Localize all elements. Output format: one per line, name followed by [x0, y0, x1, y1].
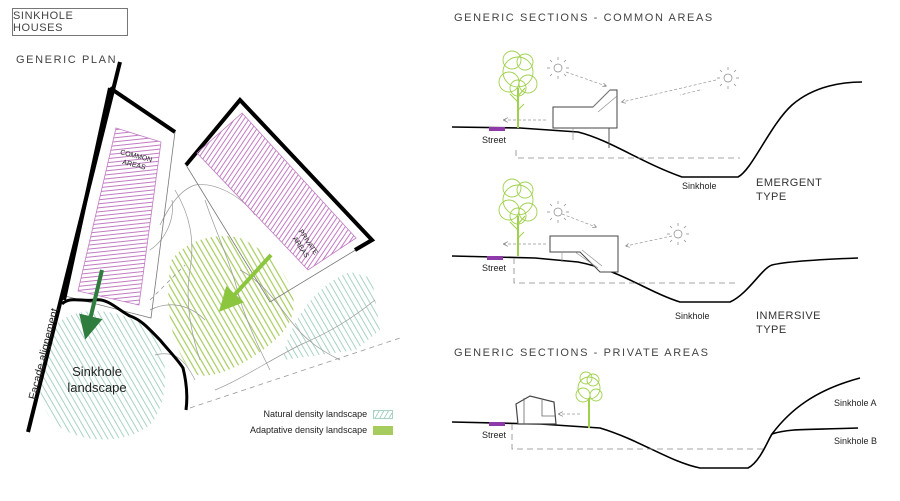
adaptive-landscape-zone [168, 236, 294, 376]
sections-private-title: GENERIC SECTIONS - PRIVATE AREAS [454, 347, 710, 359]
property-dashed-line [189, 337, 401, 409]
house-private [515, 395, 557, 425]
legend-adaptative-label: Adaptative density landscape [250, 425, 368, 435]
street-label-1: Street [482, 135, 507, 145]
street-marker-2 [487, 256, 503, 260]
street-label-3: Street [482, 430, 507, 440]
sun-icon [717, 67, 739, 89]
generic-plan [26, 61, 401, 440]
sun-icon [667, 223, 689, 245]
private-areas-arrow [218, 253, 273, 312]
emergent-type-line2: TYPE [756, 191, 787, 203]
terrain-profile-3 [451, 377, 861, 469]
sinkhole-boundary [60, 298, 189, 411]
natural-landscape-zone [39, 311, 166, 440]
street-marker-3 [489, 422, 505, 426]
street-marker-1 [489, 127, 505, 131]
inmersive-type-line1: INMERSIVE [756, 310, 822, 322]
sections-common-title: GENERIC SECTIONS - COMMON AREAS [454, 12, 714, 24]
sinkhole-label-1: Sinkhole [682, 181, 717, 191]
terrain-profile-1 [451, 81, 863, 178]
street-label-2: Street [482, 263, 507, 273]
tree-icon [575, 371, 603, 428]
emergent-type-label: EMERGENT TYPE [756, 176, 822, 204]
sinkhole-landscape-label: Sinkhole landscape [67, 364, 127, 395]
tree-icon [498, 178, 538, 256]
legend-natural: Natural density landscape [250, 406, 394, 422]
sun-icon [547, 57, 569, 79]
sun-icon [547, 201, 569, 223]
common-areas-building [62, 86, 177, 319]
terrain-profile-3b [771, 427, 859, 435]
building-emergent [552, 89, 618, 129]
sinkhole-label-2: Sinkhole [675, 311, 710, 321]
terrain-profile-2 [451, 255, 859, 303]
common-areas-arrow [79, 269, 104, 340]
building-inmersive [549, 235, 619, 273]
legend-natural-swatch [373, 409, 394, 419]
plan-title: GENERIC PLAN [16, 54, 118, 66]
page-title: SINKHOLE HOUSES [12, 8, 128, 36]
sinkhole-b-label: Sinkhole B [834, 436, 878, 446]
legend: Natural density landscape Adaptative den… [250, 406, 394, 438]
landscape-lines [149, 184, 376, 391]
legend-natural-label: Natural density landscape [263, 409, 368, 419]
legend-adaptative: Adaptative density landscape [250, 422, 394, 438]
section-inmersive [451, 201, 859, 303]
private-areas-building [184, 96, 376, 303]
inmersive-type-line2: TYPE [756, 324, 787, 336]
natural-landscape-zone-2 [283, 272, 380, 360]
emergent-type-line1: EMERGENT [756, 177, 823, 189]
legend-adaptative-swatch [373, 425, 394, 435]
section-emergent [451, 57, 863, 178]
sinkhole-a-label: Sinkhole A [834, 398, 877, 408]
inmersive-type-label: INMERSIVE TYPE [756, 309, 821, 337]
tree-icon [498, 50, 538, 128]
section-private [451, 377, 861, 469]
